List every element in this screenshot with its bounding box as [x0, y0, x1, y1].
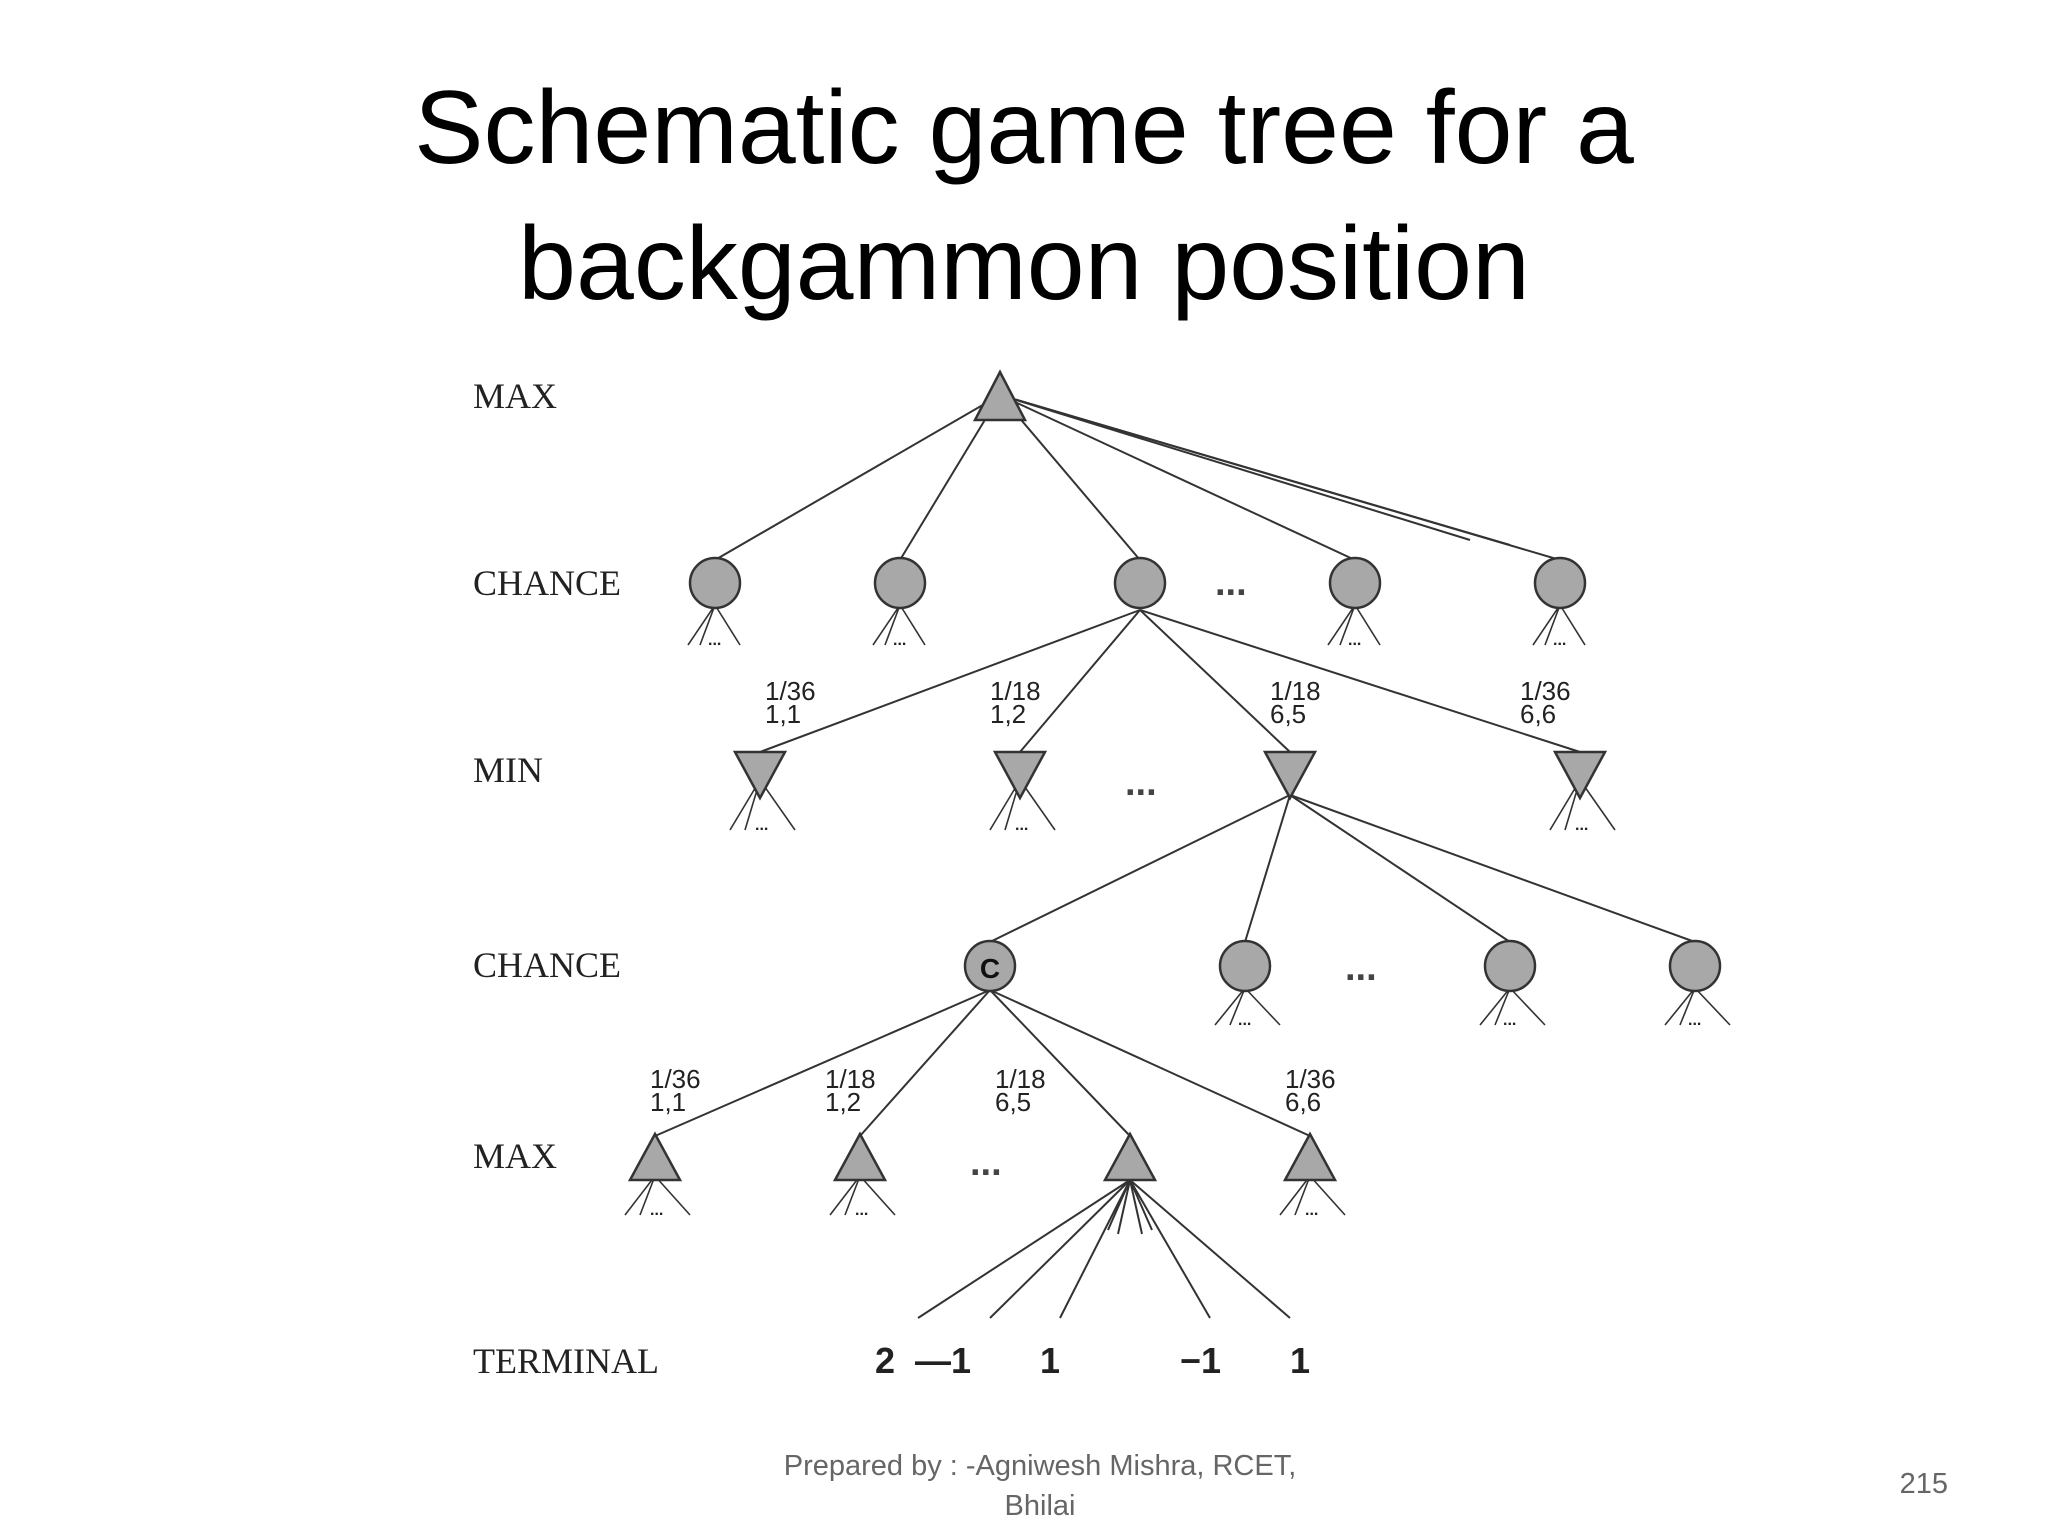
tree-nodes: [627, 369, 1722, 1182]
footer-line-1: Prepared by : -Agniwesh Mishra, RCET,: [783, 1450, 1297, 1482]
terminal-value: 1: [1040, 1340, 1060, 1381]
chance-node: [1328, 556, 1382, 610]
terminal-value: 1: [1290, 1340, 1310, 1381]
level-label-chance: CHANCE: [473, 945, 621, 985]
ellipsis-marks: ... ... ... ...: [970, 562, 1377, 1184]
level-labels: MAX CHANCE MIN CHANCE MAX TERMINAL: [473, 376, 659, 1381]
level-label-terminal: TERMINAL: [473, 1341, 659, 1381]
level-label-max: MAX: [473, 1136, 557, 1176]
level-label-chance: CHANCE: [473, 563, 621, 603]
prob-value: 1/18: [990, 676, 1041, 706]
dice-roll: 6,6: [1520, 699, 1556, 729]
min-node: [1552, 750, 1608, 801]
prob-value: 1/36: [765, 676, 816, 706]
subtree-ellipsis: ...: [1305, 1202, 1318, 1219]
chance-node: [1483, 939, 1537, 993]
subtree-ellipsis: ...: [1238, 1012, 1251, 1029]
chance-node: [873, 556, 927, 610]
prob-value: 1/36: [1520, 676, 1571, 706]
subtree-ellipsis: ...: [1015, 817, 1028, 834]
subtree-ellipsis-marks: ... ... ... ... ... ... ... ... ... ... …: [650, 632, 1701, 1219]
dice-roll: 6,6: [1285, 1087, 1321, 1117]
min-node: [732, 750, 788, 801]
title-line-1: Schematic game tree for a: [414, 70, 1634, 186]
subtree-ellipsis: ...: [1348, 632, 1361, 649]
ellipsis: ...: [970, 1142, 1002, 1184]
chance-node: [1668, 939, 1722, 993]
subtree-ellipsis: ...: [1553, 632, 1566, 649]
chance-node: [1218, 939, 1272, 993]
page-number: 215: [1899, 1468, 1948, 1500]
ellipsis: ...: [1215, 562, 1247, 604]
slide-footer: Prepared by : -Agniwesh Mishra, RCET, Bh…: [700, 1446, 1380, 1526]
level-label-max: MAX: [473, 376, 557, 416]
subtree-ellipsis: ...: [855, 1202, 868, 1219]
prob-value: 1/18: [1270, 676, 1321, 706]
terminal-value: −1: [1180, 1340, 1221, 1381]
chance-node: [1533, 556, 1587, 610]
max-row-probabilities: 1/36 1,1 1/18 1,2 1/18 6,5 1/36 6,6: [650, 1064, 1336, 1117]
max-node: [832, 1131, 888, 1182]
max-node-root: [972, 369, 1028, 422]
dice-roll: 1,2: [825, 1087, 861, 1117]
footer-line-2: Bhilai: [1004, 1490, 1076, 1522]
slide-title: Schematic game tree for a backgammon pos…: [0, 60, 2048, 332]
max-node: [1282, 1131, 1338, 1182]
max-node: [627, 1131, 683, 1182]
subtree-ellipsis: ...: [708, 632, 721, 649]
dice-roll: 1,1: [765, 699, 801, 729]
chance-node-c-label: C: [980, 953, 1000, 984]
subtree-ellipsis: ...: [893, 632, 906, 649]
ellipsis: ...: [1125, 762, 1157, 804]
min-row-probabilities: 1/36 1,1 1/18 1,2 1/18 6,5 1/36 6,6: [765, 676, 1571, 729]
ellipsis: ...: [1345, 947, 1377, 989]
subtree-ellipsis: ...: [1688, 1012, 1701, 1029]
dice-roll: 1,2: [990, 699, 1026, 729]
prob-value: 1/36: [650, 1064, 701, 1094]
chance-node-c: [963, 939, 1017, 993]
dice-roll: 6,5: [1270, 699, 1306, 729]
subtree-ellipsis: ...: [1503, 1012, 1516, 1029]
dice-roll: 6,5: [995, 1087, 1031, 1117]
subtree-ellipsis: ...: [1575, 817, 1588, 834]
subtree-ellipsis: ...: [755, 817, 768, 834]
dice-roll: 1,1: [650, 1087, 686, 1117]
chance-node: [688, 556, 742, 610]
tree-edges: [654, 394, 1696, 1319]
chance-node: [1113, 556, 1167, 610]
level-label-min: MIN: [473, 750, 543, 790]
min-node: [992, 750, 1048, 801]
subtree-ellipsis: ...: [650, 1202, 663, 1219]
prob-value: 1/18: [825, 1064, 876, 1094]
title-line-2: backgammon position: [518, 206, 1530, 322]
terminal-value: 2: [875, 1340, 895, 1381]
terminal-values: 2 —1 1 −1 1: [875, 1340, 1310, 1381]
subtree-stubs: [624, 604, 1731, 1216]
max-node: [1102, 1131, 1158, 1182]
min-node: [1262, 750, 1318, 801]
prob-value: 1/36: [1285, 1064, 1336, 1094]
prob-value: 1/18: [995, 1064, 1046, 1094]
terminal-value: —1: [915, 1340, 971, 1381]
